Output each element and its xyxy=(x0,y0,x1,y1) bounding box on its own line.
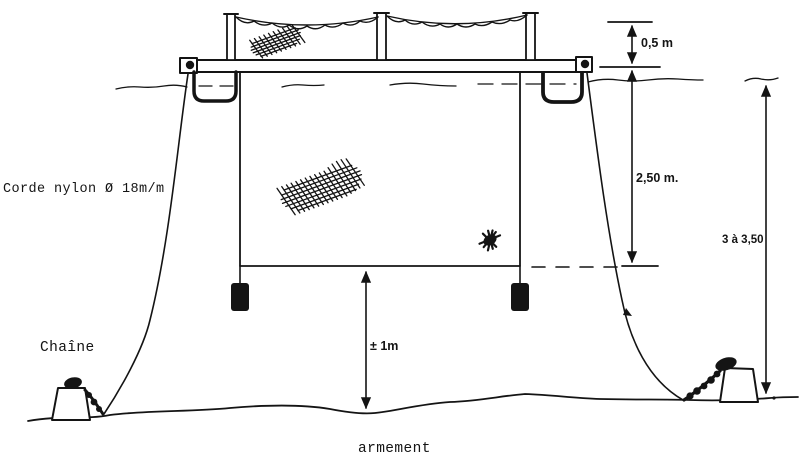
top-net-garland xyxy=(235,14,528,30)
chain-label: Chaîne xyxy=(40,340,95,356)
anchor-block-right xyxy=(719,367,759,403)
mooring-rope-left xyxy=(103,73,189,415)
deck-post-left xyxy=(226,13,236,61)
anchor-block-left xyxy=(51,387,91,421)
net-cage xyxy=(231,71,529,311)
dimension-above-water xyxy=(599,21,661,68)
ballast-weight-left xyxy=(231,283,249,311)
deck-post-right xyxy=(525,12,536,61)
rope-label: Corde nylon Ø 18m/m xyxy=(3,182,165,197)
net-bundle xyxy=(276,158,365,216)
anchor-chain-right xyxy=(682,357,737,402)
armament-label: armement xyxy=(358,441,431,457)
rope-knot-left xyxy=(185,60,195,70)
ballast-weight-right xyxy=(511,283,529,311)
float-right xyxy=(541,71,584,104)
seabed xyxy=(27,393,799,422)
mooring-rope-right xyxy=(586,72,684,401)
deck-post-middle xyxy=(376,12,387,61)
deck-posts xyxy=(223,12,539,61)
dimension-depth-range xyxy=(760,84,776,400)
mussel-clump xyxy=(478,229,502,252)
water-surface xyxy=(115,77,779,90)
deck-net-bundle xyxy=(249,24,306,59)
dim-above-water-label: 0,5 m xyxy=(641,36,673,50)
dim-depth-range-label: 3 à 3,50 xyxy=(722,234,764,246)
anchor-chain-left xyxy=(64,377,105,416)
dim-bottom-clearance-label: ± 1m xyxy=(370,339,398,353)
rope-barb xyxy=(623,308,632,316)
raft-deck xyxy=(179,56,593,74)
float-left xyxy=(192,70,238,103)
dim-net-depth-label: 2,50 m. xyxy=(636,171,678,185)
rope-knot-right xyxy=(580,59,590,69)
